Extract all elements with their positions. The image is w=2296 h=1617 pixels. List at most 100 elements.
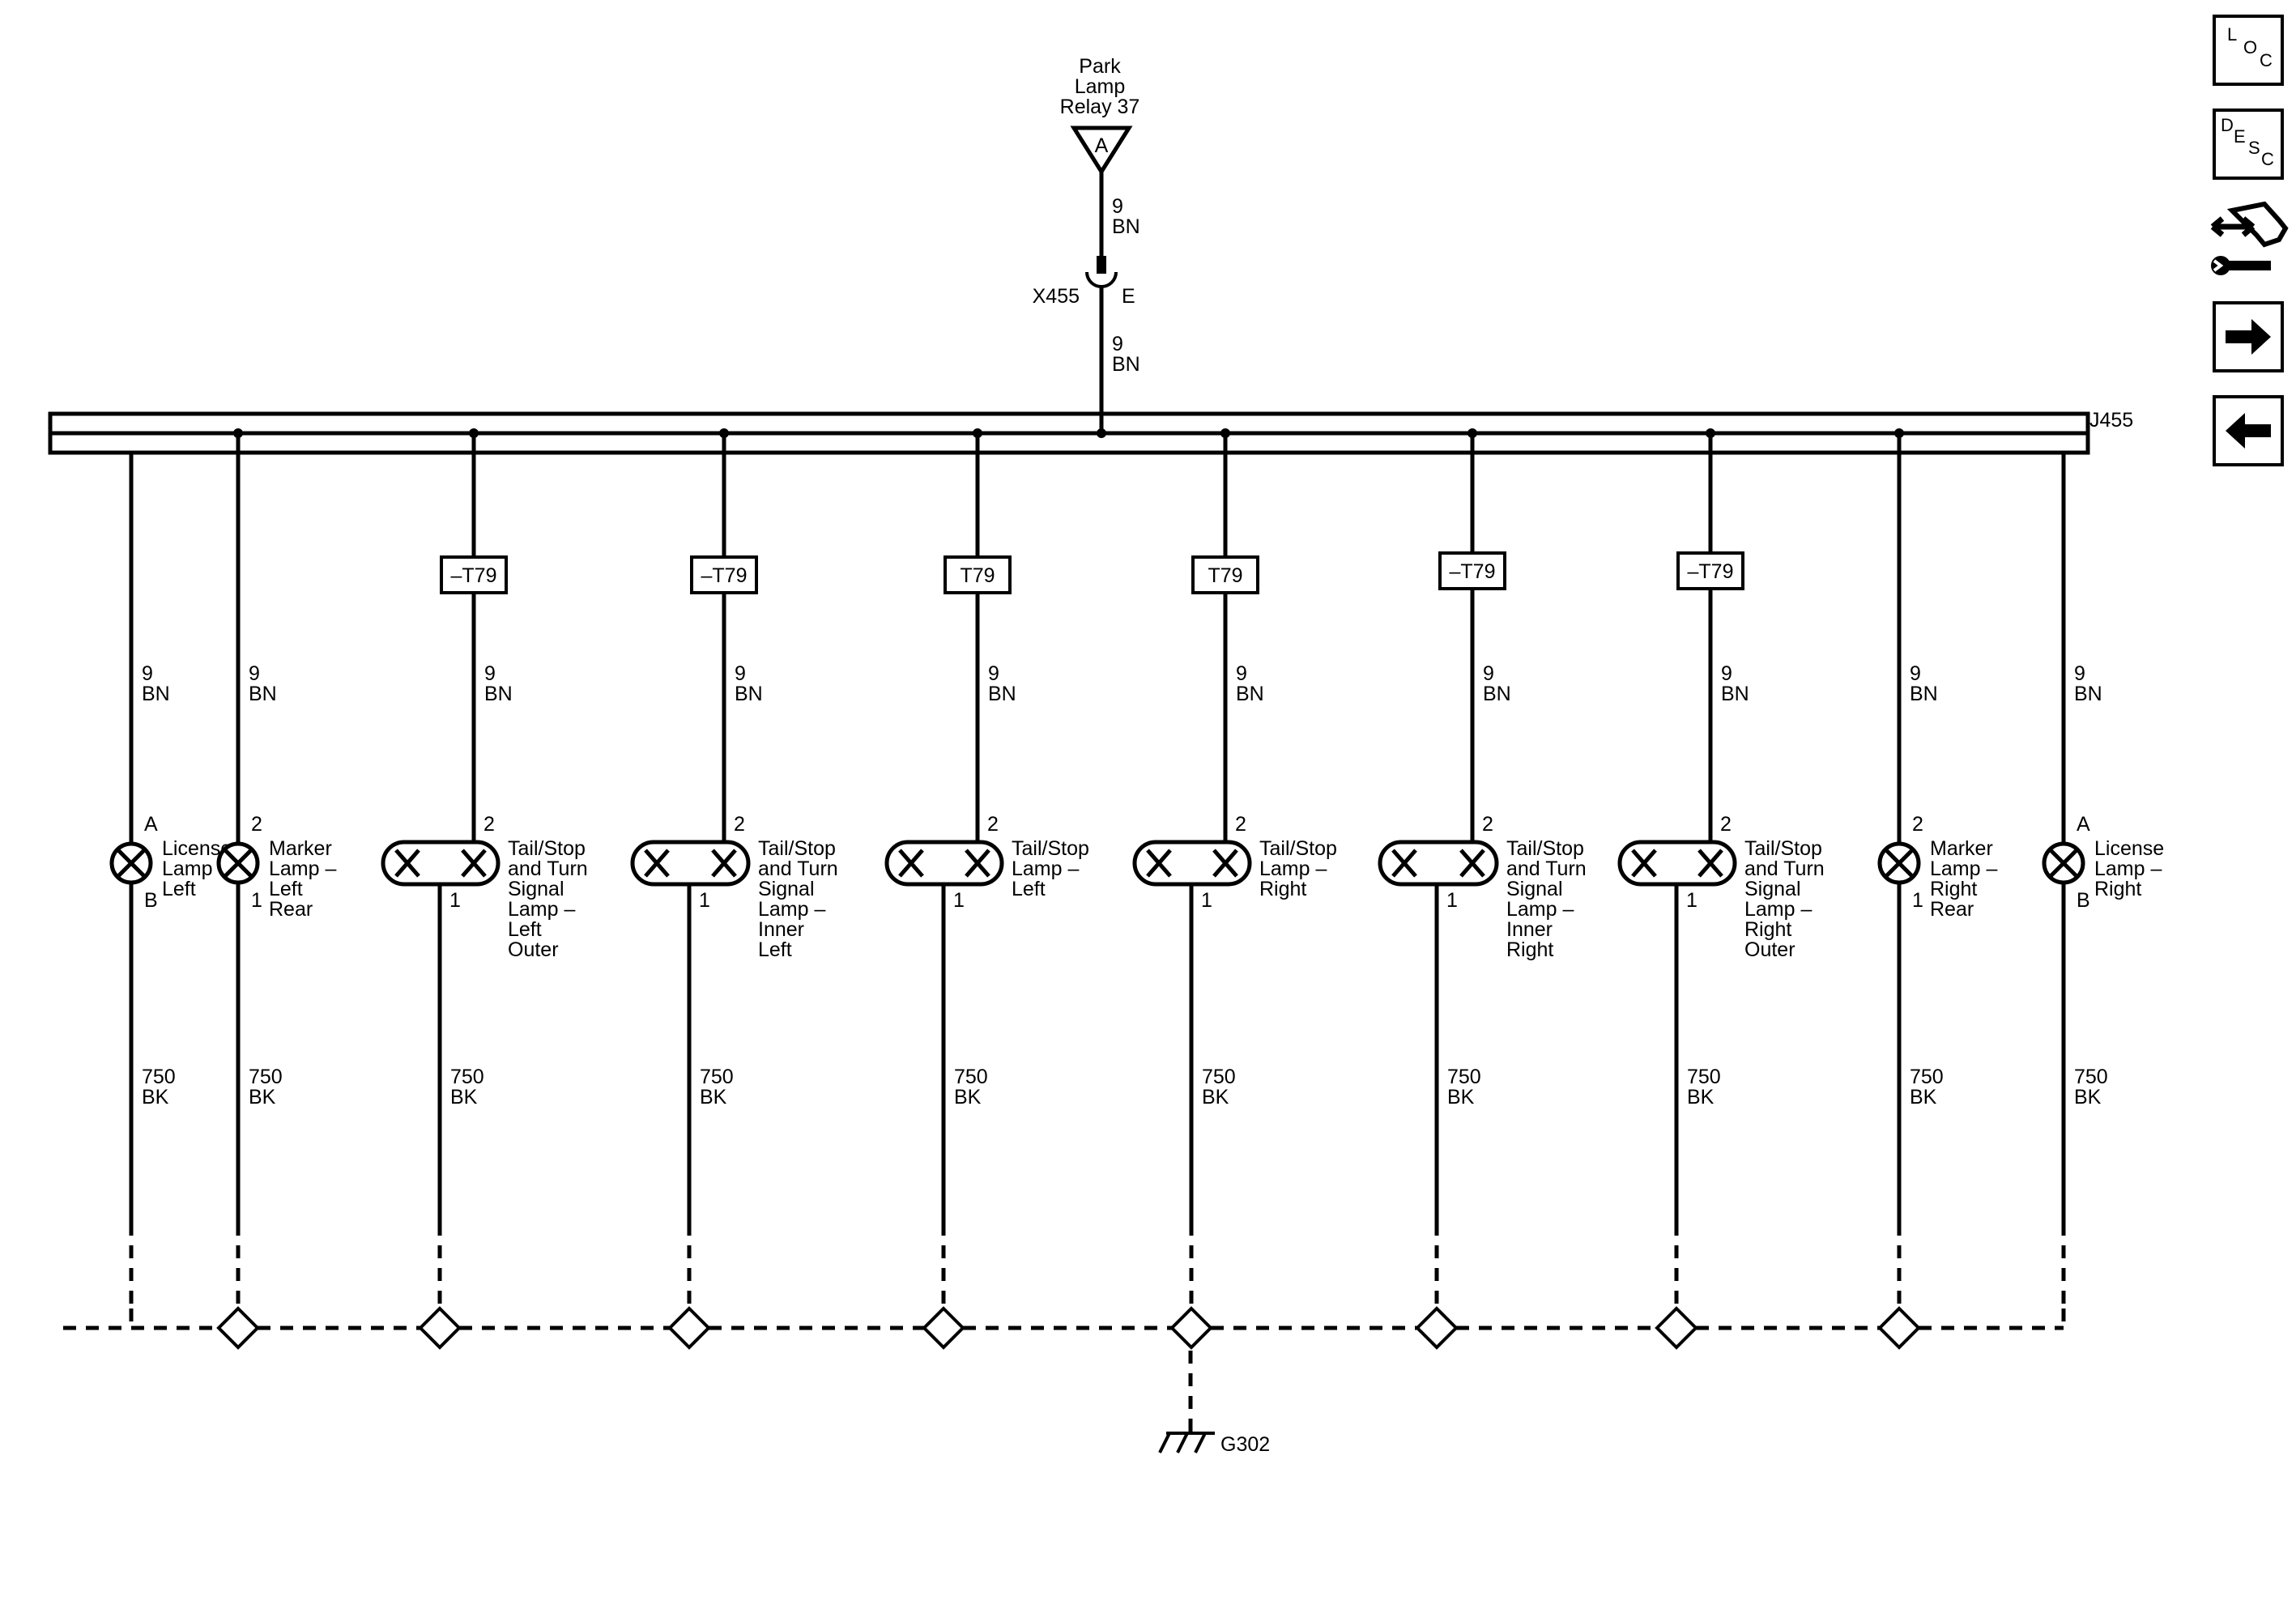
svg-text:E: E <box>2234 126 2246 147</box>
wire-gauge: 9 <box>735 662 746 685</box>
feed-lower-gauge: 9 <box>1112 333 1123 355</box>
lamp-label: Signal <box>508 878 564 900</box>
lamp-label: Tail/Stop <box>1744 837 1822 860</box>
connector-pin: E <box>1122 285 1135 308</box>
svg-text:D: D <box>2221 115 2234 135</box>
relay-label-line1: Park <box>1079 55 1121 78</box>
lamp-label: Right <box>1506 938 1553 961</box>
ground-wire-color: BK <box>1202 1086 1229 1108</box>
wire-color: BN <box>484 683 513 705</box>
ground-wire-color: BK <box>1687 1086 1715 1108</box>
desc-button[interactable]: D E S C <box>2213 109 2284 180</box>
pin-bottom: 1 <box>1686 889 1698 912</box>
ground-wire-gauge: 750 <box>1910 1066 1944 1088</box>
pin-bottom: 1 <box>449 889 461 912</box>
option-code-box <box>690 555 758 594</box>
lamp-label: and Turn <box>1506 857 1587 880</box>
svg-text:C: C <box>2260 50 2273 70</box>
lamp-label: Rear <box>1930 898 1974 921</box>
pin-top: 2 <box>1720 813 1732 836</box>
wire-gauge: 9 <box>249 662 260 685</box>
lamp-label: and Turn <box>508 857 588 880</box>
next-page-button[interactable] <box>2213 301 2284 372</box>
ground-splice-diamond <box>667 1306 711 1350</box>
option-code-box <box>944 555 1012 594</box>
ground-splice-diamond <box>1655 1306 1698 1350</box>
dual-filament-lamp-icon <box>1132 840 1252 887</box>
wire-color: BN <box>1483 683 1511 705</box>
lamp-label: Right <box>1744 918 1791 941</box>
ground-splice-diamond <box>418 1306 462 1350</box>
svg-text:L: L <box>2227 24 2237 45</box>
ground-splice-diamond <box>1415 1306 1459 1350</box>
pin-top: 2 <box>1912 813 1923 836</box>
lamp-label: Lamp – <box>1259 857 1327 880</box>
lamp-label: Tail/Stop <box>1259 837 1337 860</box>
ground-wire-gauge: 750 <box>954 1066 988 1088</box>
ground-wire-color: BK <box>1910 1086 1937 1108</box>
lamp-label: Left <box>269 878 303 900</box>
pin-bottom: 1 <box>953 889 965 912</box>
lamp-label: Lamp – <box>1506 898 1574 921</box>
lamp-label: Lamp – <box>1930 857 1997 880</box>
wire-gauge: 9 <box>1483 662 1494 685</box>
option-code: –T79 <box>1450 560 1496 583</box>
relay-label-line3: Relay 37 <box>1060 96 1140 118</box>
ground-wire-color: BK <box>700 1086 727 1108</box>
lamp-label: Lamp – <box>1744 898 1812 921</box>
wire-gauge: 9 <box>142 662 153 685</box>
loc-icon: L O C <box>2227 24 2273 70</box>
lamp-label: Lamp – <box>269 857 336 880</box>
wire-color: BN <box>1721 683 1749 705</box>
option-code: T79 <box>960 564 995 587</box>
inline-connector-x455: X455 E <box>1033 256 1135 308</box>
lamp-label: Signal <box>758 878 815 900</box>
pin-top: 2 <box>1482 813 1493 836</box>
wire-gauge: 9 <box>1721 662 1732 685</box>
pin-top: A <box>2077 813 2090 836</box>
wire-color: BN <box>1910 683 1938 705</box>
wire-gauge: 9 <box>2074 662 2085 685</box>
connector-repair-button[interactable] <box>2208 196 2289 283</box>
ground-splice-diamond <box>1169 1306 1213 1350</box>
svg-text:O: O <box>2243 37 2257 57</box>
pin-bottom: 1 <box>1912 889 1923 912</box>
wire-color: BN <box>249 683 277 705</box>
lamp-label: Signal <box>1744 878 1801 900</box>
relay-terminal-label: A <box>1095 134 1109 157</box>
wire-color: BN <box>2074 683 2102 705</box>
feed-lower-color: BN <box>1112 353 1140 376</box>
relay-terminal-triangle <box>1070 126 1133 176</box>
lamp-label: Rear <box>269 898 313 921</box>
lamp-label: Lamp – <box>2094 857 2162 880</box>
wire-color: BN <box>988 683 1016 705</box>
svg-text:C: C <box>2261 149 2274 169</box>
option-code: –T79 <box>701 564 748 587</box>
pin-top: 2 <box>251 813 262 836</box>
ground-wire-color: BK <box>450 1086 478 1108</box>
connector-name: X455 <box>1033 285 1080 308</box>
ground-wire-gauge: 750 <box>142 1066 176 1088</box>
lamp-label: and Turn <box>1744 857 1825 880</box>
ground-wire-color: BK <box>142 1086 169 1108</box>
lamp-label: Lamp – <box>758 898 825 921</box>
park-lamp-relay: Park Lamp Relay 37 A <box>1060 55 1140 176</box>
lamp-label: Right <box>2094 878 2141 900</box>
splice-name: J455 <box>2089 409 2133 432</box>
ground-wire-color: BK <box>249 1086 276 1108</box>
arrow-left-icon <box>2226 413 2271 449</box>
loc-button[interactable]: L O C <box>2213 15 2284 86</box>
connector-wrench-icon <box>2210 201 2289 275</box>
lamp-label: Outer <box>1744 938 1795 961</box>
pin-top: 2 <box>1235 813 1246 836</box>
previous-page-button[interactable] <box>2213 395 2284 466</box>
lamp-label: and Turn <box>758 857 838 880</box>
lamp-label: Outer <box>508 938 559 961</box>
splice-pack-j455: J455 <box>48 409 2133 455</box>
dual-filament-lamp-icon <box>884 840 1004 887</box>
wire-color: BN <box>735 683 763 705</box>
ground-splice-diamond <box>216 1306 260 1350</box>
lamp-label: Left <box>1012 878 1046 900</box>
